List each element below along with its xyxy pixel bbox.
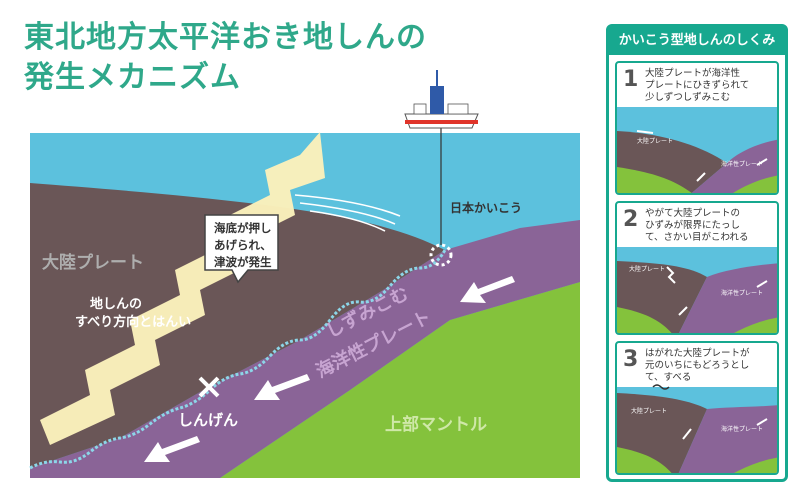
strain-icon (666, 266, 676, 284)
step-1-text: 大陸プレートが海洋性 プレートにひきずられて 少しずつしずみこむ (645, 68, 750, 103)
page-title: 東北地方太平洋おき地しんの 発生メカニズム (24, 18, 427, 98)
continental-plate-label: 大陸プレート (42, 252, 144, 273)
slab-arrow-3 (144, 436, 200, 462)
step-2-number: 2 (623, 207, 639, 232)
drilling-ship (404, 70, 479, 245)
upper-mantle (220, 282, 580, 478)
step-3-plate-b-label: 海洋性プレート (721, 425, 763, 433)
step-2-text: やがて大陸プレートの ひずみが限界にたっし て、さかい目がこわれる (645, 208, 749, 243)
step-2-panel: 2 やがて大陸プレートの ひずみが限界にたっし て、さかい目がこわれる 大陸プレ… (615, 201, 779, 335)
epicenter-label: しんげん (178, 411, 238, 429)
step-2-plate-b-label: 海洋性プレート (721, 289, 763, 297)
trench-marker (429, 243, 453, 267)
step-2-plate-a-label: 大陸プレート (629, 265, 665, 273)
epicenter-x-icon (198, 376, 220, 398)
callout-line-1: 海底が押し (214, 221, 272, 235)
step-3-illustration: 大陸プレート 海洋性プレート (617, 384, 777, 473)
callout-line-2: あげられ、 (214, 238, 272, 252)
tsunami-waves (294, 194, 401, 232)
step-1-panel: 1 大陸プレートが海洋性 プレートにひきずられて 少しずつしずみこむ 大陸プレー… (615, 61, 779, 195)
title-line-2: 発生メカニズム (24, 60, 241, 95)
cross-section-diagram: 大陸プレート 地しんの すべり方向とはんい 海底が押し あげられ、 津波が発生 … (29, 70, 580, 478)
callout-line-3: 津波が発生 (214, 255, 272, 269)
tsunami-wave-icon (652, 384, 670, 390)
step-1-plate-a-label: 大陸プレート (637, 137, 673, 145)
mantle-label: 上部マントル (385, 414, 487, 435)
plate-boundary-line (29, 249, 447, 470)
rupture-label-line-2: すべり方向とはんい (75, 314, 191, 330)
sidebar-title: かいこう型地しんのしくみ (609, 27, 785, 55)
continental-plate (30, 183, 445, 468)
step-1-number: 1 (623, 67, 639, 92)
callout-bubble (204, 214, 279, 284)
step-1-illustration: 大陸プレート 海洋性プレート (617, 107, 777, 193)
subduction-arrows (144, 276, 515, 462)
derrick (430, 86, 444, 114)
step-3-number: 3 (623, 347, 639, 372)
step-1-plate-b-label: 海洋性プレート (721, 160, 763, 168)
mechanism-sidebar: かいこう型地しんのしくみ 1 大陸プレートが海洋性 プレートにひきずられて 少し… (606, 24, 788, 482)
rupture-label-line-1: 地しんの (90, 296, 142, 312)
title-line-1: 東北地方太平洋おき地しんの (24, 20, 427, 55)
step-3-text: はがれた大陸プレートが 元のいちにもどろうとし て、すべる (645, 348, 750, 383)
trench-label: 日本かいこう (450, 200, 522, 215)
step-3-plate-a-label: 大陸プレート (631, 407, 667, 415)
slab-arrow-2 (254, 374, 310, 400)
rupture-zigzag-arrow (40, 132, 325, 445)
step-2-illustration: 大陸プレート 海洋性プレート (617, 247, 777, 333)
slab-arrow-1 (460, 276, 515, 303)
step-3-panel: 3 はがれた大陸プレートが 元のいちにもどろうとし て、すべる 大陸プレート 海… (615, 341, 779, 475)
